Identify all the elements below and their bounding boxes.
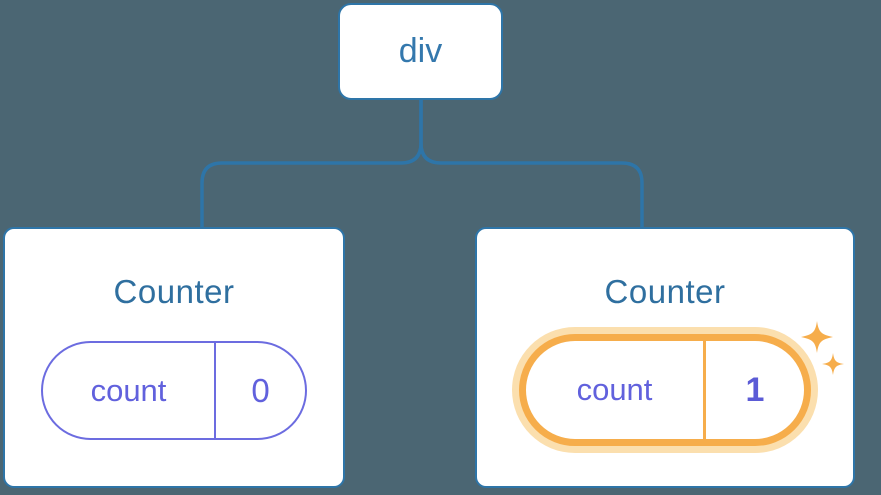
component-title: Counter [113,273,235,310]
root-node-label: div [398,32,443,70]
state-key: count [526,341,706,439]
state-value: 0 [251,371,270,409]
root-node: div [338,3,503,100]
connector-root-to-left-child [200,100,423,227]
counter-node-left: Counter count 0 [3,227,345,488]
component-title: Counter [604,273,726,310]
state-value: 1 [745,370,765,409]
connector-root-to-right-child [419,100,644,227]
state-key: count [43,343,216,438]
state-pill-highlighted: count 1 [519,334,811,446]
counter-node-right: Counter count 1 [475,227,855,488]
state-pill: count 0 [41,341,307,440]
